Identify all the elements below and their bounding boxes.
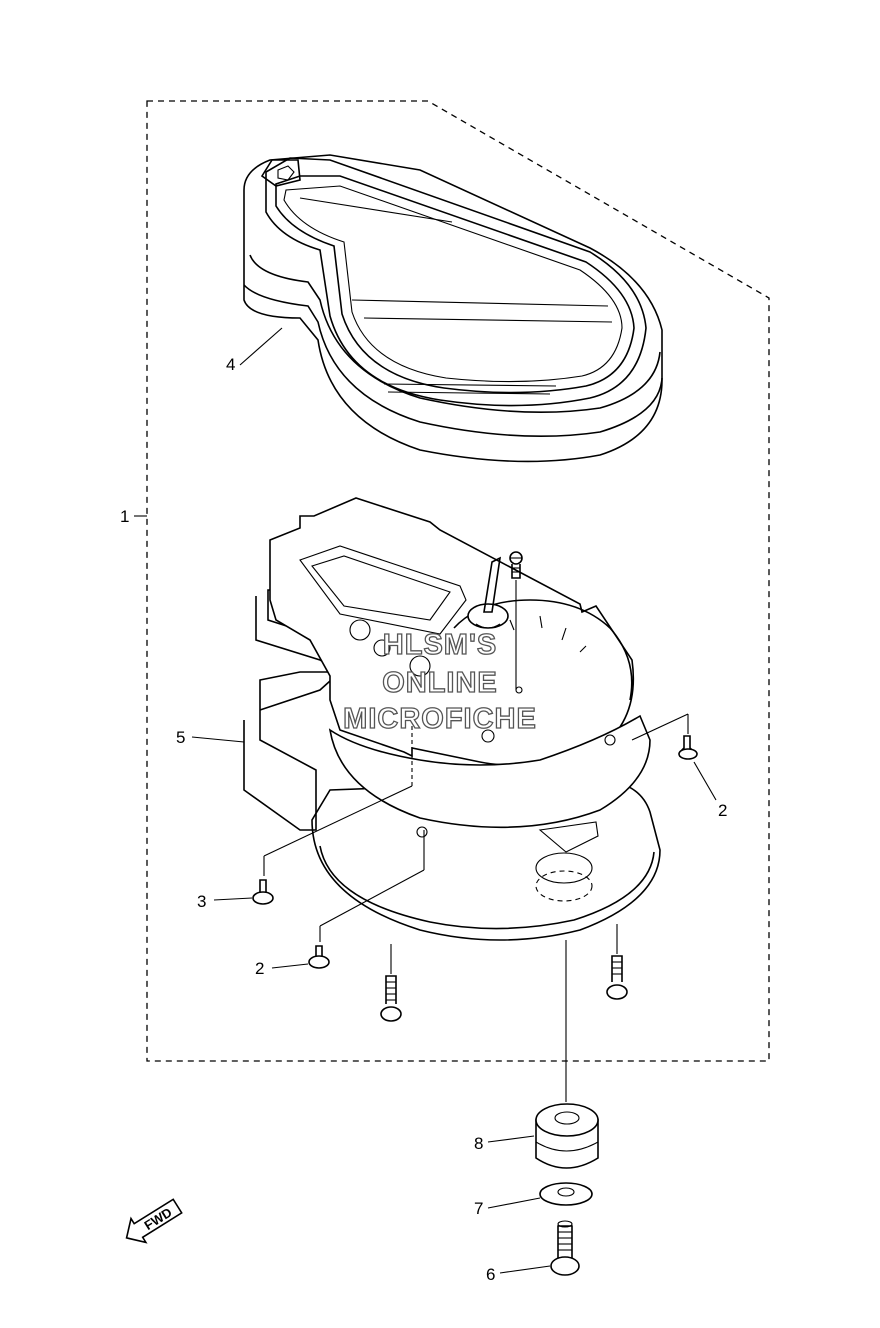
watermark-line-3: MICROFICHE — [343, 703, 537, 735]
callout-3: 3 — [197, 892, 206, 911]
watermark: HLSM'S ONLINE MICROFICHE — [343, 628, 537, 735]
callout-1: 1 — [120, 507, 129, 526]
case-screw-left — [380, 944, 402, 1022]
damper-part-8 — [535, 1103, 599, 1169]
callout-2-right: 2 — [718, 801, 727, 820]
meter-assembly-part-5 — [243, 497, 661, 941]
grommet-pin-part-2-right — [631, 713, 698, 760]
washer-part-7 — [539, 1182, 593, 1206]
bolt-part-6 — [550, 1220, 580, 1276]
watermark-line-1: HLSM'S — [383, 629, 497, 661]
fwd-arrow-icon: FWD — [125, 1198, 183, 1244]
callout-6: 6 — [486, 1265, 495, 1284]
callout-4: 4 — [226, 355, 235, 374]
meter-cover-part-4 — [243, 154, 663, 463]
callout-8: 8 — [474, 1134, 483, 1153]
case-screw-right — [606, 924, 628, 1000]
callout-2-left: 2 — [255, 959, 264, 978]
leader-lines — [134, 327, 717, 1274]
callout-5: 5 — [176, 728, 185, 747]
grommet-pin-part-3 — [252, 720, 413, 905]
grommet-pin-part-2-left — [308, 830, 425, 969]
callout-7: 7 — [474, 1199, 483, 1218]
assembly-boundary — [146, 100, 770, 1062]
watermark-line-2: ONLINE — [382, 667, 498, 699]
